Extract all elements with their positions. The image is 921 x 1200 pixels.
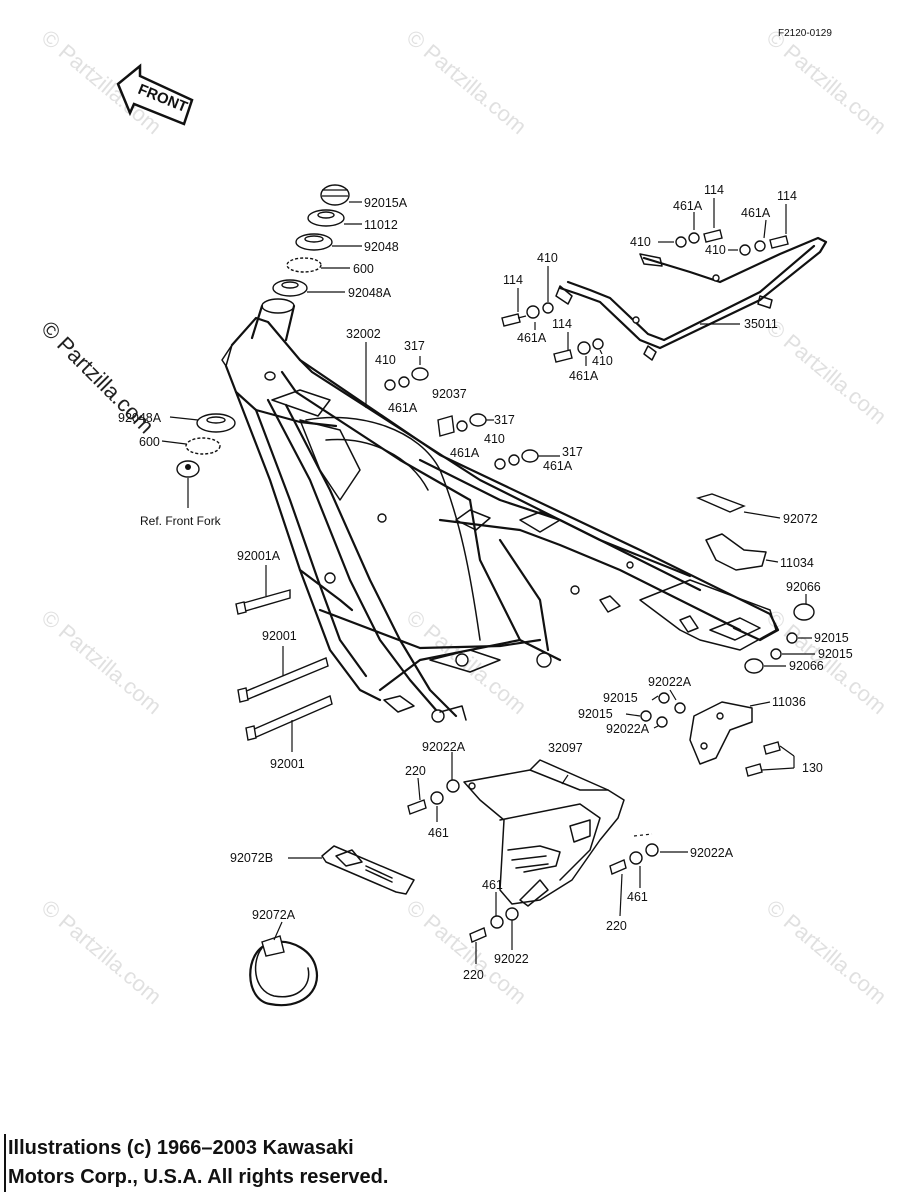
label-461A: 461A bbox=[543, 459, 573, 473]
label-410: 410 bbox=[592, 354, 613, 368]
label-220: 220 bbox=[405, 764, 426, 778]
label-600-left: 600 bbox=[139, 435, 160, 449]
label-92037: 92037 bbox=[432, 387, 467, 401]
label-92022: 92022 bbox=[494, 952, 529, 966]
label-461A: 461A bbox=[569, 369, 599, 383]
label-461A: 461A bbox=[673, 199, 703, 213]
label-317: 317 bbox=[404, 339, 425, 353]
label-32097: 32097 bbox=[548, 741, 583, 755]
label-410: 410 bbox=[537, 251, 558, 265]
label-461A: 461A bbox=[388, 401, 418, 415]
label-92022A: 92022A bbox=[648, 675, 692, 689]
label-92022A: 92022A bbox=[690, 846, 734, 860]
label-11036: 11036 bbox=[772, 695, 806, 709]
label-461A: 461A bbox=[450, 446, 480, 460]
label-92001A: 92001A bbox=[237, 549, 281, 563]
copyright-line-2: Motors Corp., U.S.A. All rights reserved… bbox=[8, 1166, 389, 1188]
grab-rail-hardware bbox=[501, 198, 789, 366]
label-461: 461 bbox=[627, 890, 648, 904]
label-92022A: 92022A bbox=[606, 722, 650, 736]
label-92001: 92001 bbox=[270, 757, 305, 771]
label-114: 114 bbox=[777, 189, 797, 203]
label-92072B: 92072B bbox=[230, 851, 273, 865]
battery-case bbox=[407, 752, 688, 964]
center-hardware bbox=[384, 356, 560, 470]
watermark: © Partzilla.com bbox=[37, 895, 167, 1009]
label-92015: 92015 bbox=[818, 647, 853, 661]
long-bolts bbox=[235, 565, 333, 752]
label-92022A: 92022A bbox=[422, 740, 466, 754]
copyright-notice: Illustrations (c) 1966–2003 Kawasaki Mot… bbox=[4, 1134, 388, 1192]
label-317: 317 bbox=[562, 445, 583, 459]
watermark: © Partzilla.com bbox=[762, 895, 892, 1009]
label-410: 410 bbox=[484, 432, 505, 446]
copyright-line-1: Illustrations (c) 1966–2003 Kawasaki bbox=[8, 1137, 354, 1159]
label-92066: 92066 bbox=[789, 659, 824, 673]
label-92048A: 92048A bbox=[348, 286, 392, 300]
label-461A: 461A bbox=[517, 331, 547, 345]
label-32002: 32002 bbox=[346, 327, 381, 341]
watermark: © Partzilla.com bbox=[762, 315, 892, 429]
bracket-11036 bbox=[625, 689, 795, 777]
label-114: 114 bbox=[552, 317, 572, 331]
watermark: © Partzilla.com bbox=[37, 605, 167, 719]
label-317: 317 bbox=[494, 413, 515, 427]
strap-92072B bbox=[288, 845, 415, 895]
label-600: 600 bbox=[353, 262, 374, 276]
label-92015: 92015 bbox=[814, 631, 849, 645]
label-410: 410 bbox=[375, 353, 396, 367]
label-461: 461 bbox=[482, 878, 503, 892]
label-220: 220 bbox=[463, 968, 484, 982]
label-220: 220 bbox=[606, 919, 627, 933]
label-92015: 92015 bbox=[578, 707, 613, 721]
label-410: 410 bbox=[630, 235, 651, 249]
label-92072: 92072 bbox=[783, 512, 818, 526]
label-92001: 92001 bbox=[262, 629, 297, 643]
label-92066: 92066 bbox=[786, 580, 821, 594]
label-92048A-left: 92048A bbox=[118, 411, 162, 425]
label-92048: 92048 bbox=[364, 240, 399, 254]
steering-head-parts bbox=[272, 184, 362, 297]
label-92015A: 92015A bbox=[364, 196, 408, 210]
label-130: 130 bbox=[802, 761, 823, 775]
label-410: 410 bbox=[705, 243, 726, 257]
watermark: © Partzilla.com bbox=[762, 25, 892, 139]
label-114: 114 bbox=[704, 183, 724, 197]
label-461A: 461A bbox=[741, 206, 771, 220]
label-92072A: 92072A bbox=[252, 908, 296, 922]
label-11034: 11034 bbox=[780, 556, 814, 570]
main-frame bbox=[221, 298, 780, 723]
lower-steering-parts bbox=[161, 413, 236, 508]
label-11012: 11012 bbox=[364, 218, 398, 232]
grab-rail bbox=[555, 236, 828, 361]
watermark: © Partzilla.com bbox=[402, 25, 532, 139]
band-92072A bbox=[249, 921, 319, 1007]
ref-front-fork: Ref. Front Fork bbox=[140, 514, 222, 528]
figure-code: F2120-0129 bbox=[778, 28, 832, 39]
label-461: 461 bbox=[428, 826, 449, 840]
rear-brackets bbox=[695, 493, 815, 674]
label-35011: 35011 bbox=[744, 317, 778, 331]
label-114: 114 bbox=[503, 273, 523, 287]
label-92015: 92015 bbox=[603, 691, 638, 705]
